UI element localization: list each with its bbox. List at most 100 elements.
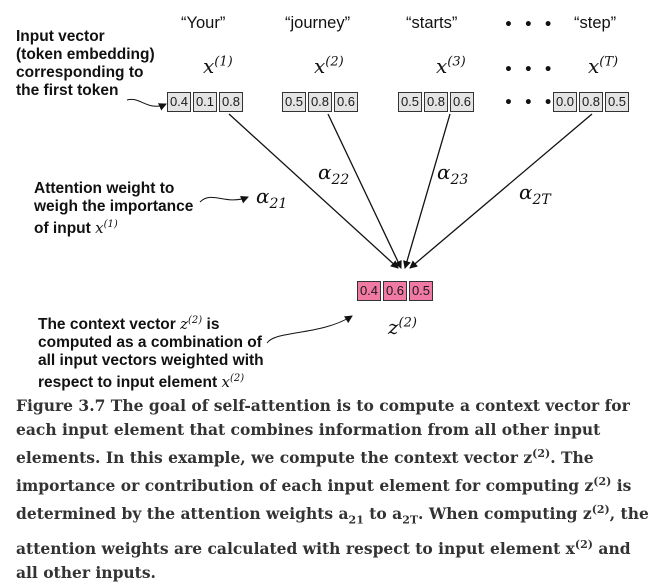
inline-symbol-z2: z(2) [180,315,202,333]
annotation-text: of input [34,220,91,237]
vector-cell: 0.0 [553,92,577,112]
attention-weight-annotation: Attention weight to weigh the importance… [34,180,193,238]
symbol-x1: x(1) [203,54,233,78]
weight-alpha-21: α21 [256,184,287,212]
line-x3-to-z2 [403,113,451,269]
symbol-letter: z [180,315,189,333]
vector-cell: 0.5 [605,92,629,112]
vector-cell: 0.1 [193,92,217,112]
symbol-letter: x [314,54,326,78]
weight-symbol: α [519,180,533,204]
annotation-line: The context vector z(2) is [38,312,264,334]
input-vector-annotation: Input vector (token embedding) correspon… [16,28,155,100]
annotation-line: Attention weight to [34,180,175,197]
symbol-letter: z [388,315,399,339]
context-cell: 0.5 [409,281,433,301]
annotation-line: of input x(1) [34,216,193,238]
callout-input-vector [126,98,167,111]
caption-sup: (2) [591,503,610,517]
weight-alpha-2T: α2T [519,180,551,208]
input-vector-3: 0.5 0.8 0.6 [398,92,476,112]
symbol-index: (1) [103,219,118,230]
token-word-1: “Your” [181,14,226,32]
caption-text: . When computing z [418,504,592,524]
symbol-letter: x [203,54,215,78]
vector-cell: 0.6 [334,92,358,112]
vector-cell: 0.5 [282,92,306,112]
annotation-line: weigh the importance [34,198,194,215]
caption-sup: (2) [574,537,593,551]
annotation-line: the first token [16,82,119,99]
weight-sub: 21 [269,196,288,212]
symbol-letter: x [221,373,230,391]
vector-cell: 0.8 [308,92,332,112]
weight-alpha-22: α22 [318,160,349,188]
diagram-lines [126,98,593,344]
context-cell: 0.4 [357,281,381,301]
symbol-letter: x [95,219,104,237]
symbol-z2: z(2) [388,315,417,339]
vector-cell: 0.4 [167,92,191,112]
symbol-letter: x [588,54,600,78]
symbol-x3: x(3) [436,54,466,78]
line-x2-to-z2 [327,113,402,269]
weight-alpha-23: α23 [437,160,468,188]
inline-symbol-x1: x(1) [95,219,118,237]
annotation-line: all input vectors weighted with [38,352,264,369]
token-word-2: “journey” [285,14,351,32]
ellipsis-vectors: • • • [504,95,556,111]
callout-context-vector [266,315,353,344]
ellipsis-symbols: • • • [504,62,556,78]
ellipsis-top: • • • [504,17,556,33]
caption-sup: (2) [532,447,551,460]
caption-sup: (2) [593,475,612,489]
input-vector-1: 0.4 0.1 0.8 [167,92,245,112]
weight-symbol: α [318,160,332,184]
token-word-T: “step” [574,14,617,32]
symbol-index: (2) [325,54,344,70]
annotation-line: Input vector [16,28,105,45]
line-xT-to-z2 [409,113,593,269]
symbol-letter: x [436,54,448,78]
annotation-text: respect to input element [38,374,218,391]
symbol-index: (T) [599,54,619,70]
symbol-index: (2) [229,373,245,384]
caption-label: Figure 3.7 [16,396,106,415]
weight-symbol: α [437,160,451,184]
symbol-index: (2) [188,315,203,326]
context-vector-z2: 0.4 0.6 0.5 [357,281,435,301]
caption-text: is determined by the attention weights a [16,476,632,524]
caption-text: to a [363,504,403,524]
vector-cell: 0.5 [398,92,422,112]
weight-symbol: α [256,184,270,208]
annotation-text: is [206,316,220,333]
weight-sub: 2T [532,192,551,208]
context-cell: 0.6 [383,281,407,301]
context-vector-annotation: The context vector z(2) is computed as a… [38,312,264,392]
annotation-line: computed as a combination of [38,334,262,351]
input-vector-2: 0.5 0.8 0.6 [282,92,360,112]
token-word-3: “starts” [406,14,458,32]
symbol-index: (3) [447,54,466,70]
annotation-text: The context vector [38,316,176,333]
annotation-line: corresponding to [16,64,144,81]
symbol-xT: x(T) [588,54,618,78]
line-x1-to-z2 [228,113,399,269]
figure-caption: Figure 3.7 The goal of self-attention is… [16,394,656,585]
annotation-line: (token embedding) [16,46,155,63]
vector-cell: 0.8 [579,92,603,112]
caption-text: . The importance or contribution of each… [16,448,594,496]
vector-cell: 0.8 [424,92,448,112]
caption-text: The goal of self-attention is to compute… [16,396,630,468]
symbol-index: (1) [214,54,233,70]
weight-sub: 22 [331,172,350,188]
caption-sub: 21 [348,513,364,527]
vector-cell: 0.6 [450,92,474,112]
input-vector-T: 0.0 0.8 0.5 [553,92,631,112]
weight-sub: 23 [450,172,469,188]
caption-sub: 2T [402,513,419,527]
symbol-index: (2) [398,315,417,331]
callout-attention-weight [199,195,249,204]
annotation-line: respect to input element x(2) [38,370,264,392]
symbol-x2: x(2) [314,54,344,78]
